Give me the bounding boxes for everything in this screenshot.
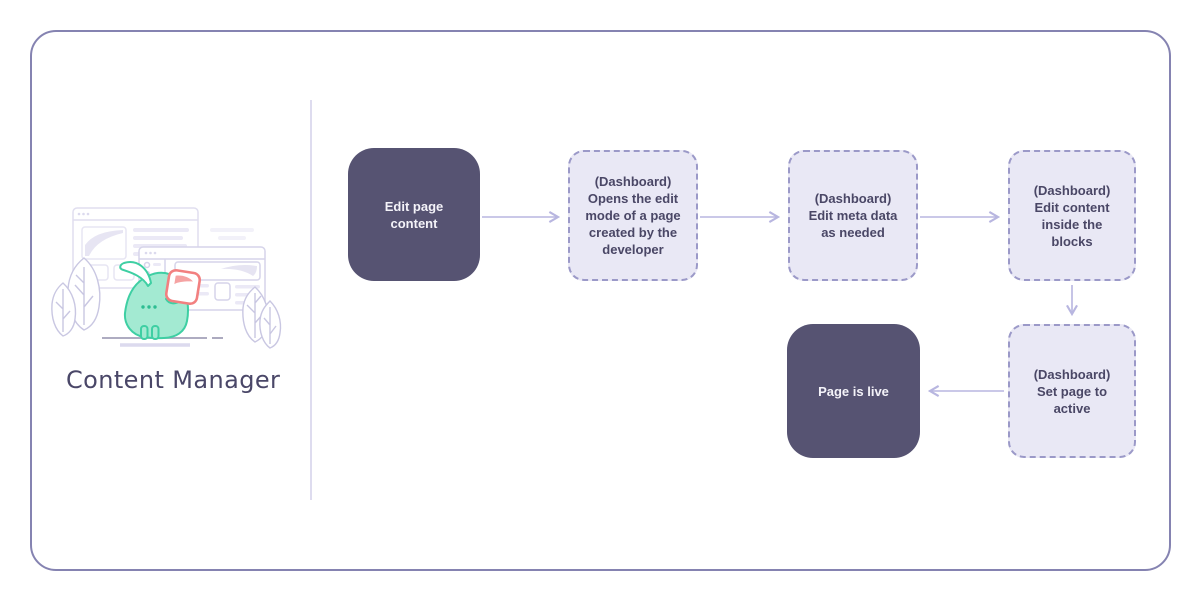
flow-node-label: (Dashboard) Set page to active [1033,366,1111,416]
diagram-frame [30,30,1171,571]
flow-node-edit-page-content[interactable]: Edit page content [348,148,480,281]
flow-node-edit-content-blocks[interactable]: (Dashboard) Edit content inside the bloc… [1008,150,1136,281]
flow-node-page-is-live[interactable]: Page is live [787,324,920,458]
panel-title: Content Manager [66,366,281,394]
panel-divider [310,100,312,500]
flow-node-edit-meta-data[interactable]: (Dashboard) Edit meta data as needed [788,150,918,281]
flow-node-label: (Dashboard) Edit meta data as needed [808,191,898,240]
flow-node-open-edit-mode[interactable]: (Dashboard) Opens the edit mode of a pag… [568,150,698,281]
flow-node-label: Edit page content [384,198,444,231]
flow-node-set-page-active[interactable]: (Dashboard) Set page to active [1008,324,1136,458]
flow-node-label: (Dashboard) Opens the edit mode of a pag… [585,174,681,257]
flow-node-label: (Dashboard) Edit content inside the bloc… [1033,182,1111,249]
flow-node-label: Page is live [818,383,889,399]
